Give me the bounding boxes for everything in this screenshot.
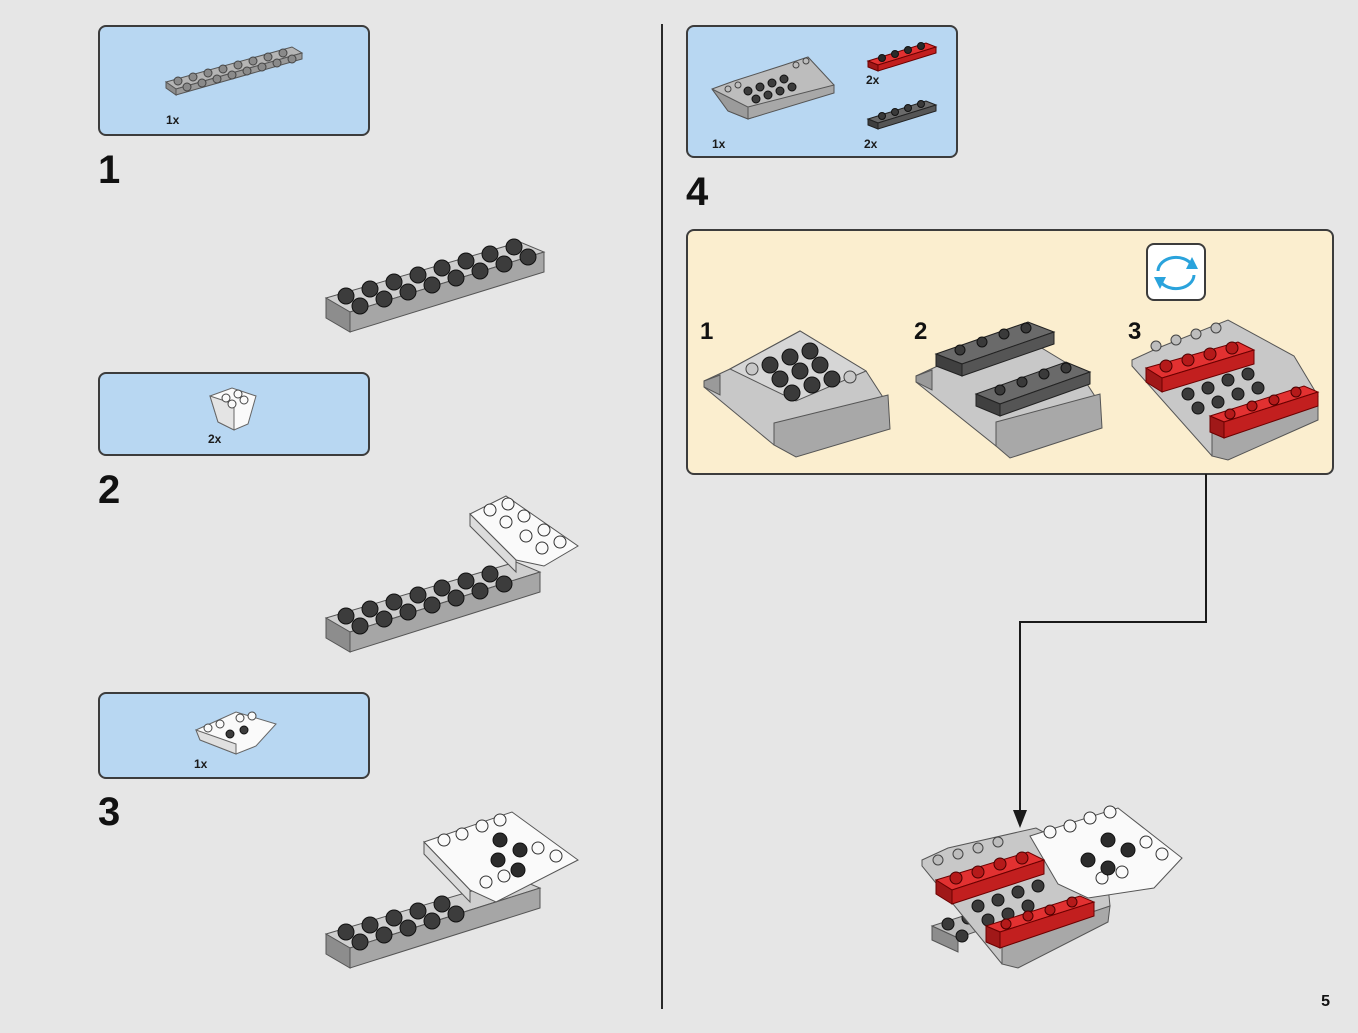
part-quantity: 1x: [194, 757, 208, 771]
step-number: 3: [98, 790, 121, 834]
white-inverted-slope-double-icon: [195, 711, 277, 755]
substep-3-model: [1131, 319, 1320, 461]
part-quantity: 1x: [712, 137, 726, 151]
substep-2-model: [915, 321, 1103, 459]
substep-number: 2: [914, 318, 928, 345]
column-divider: [661, 24, 663, 1009]
step-3-parts-box: 1x: [98, 692, 370, 779]
rotate-model-icon: [1146, 243, 1206, 301]
part-quantity: 2x: [866, 73, 880, 87]
step-3-model: [324, 811, 579, 969]
step-number: 2: [98, 468, 121, 512]
part-quantity: 2x: [864, 137, 878, 151]
callout-connector-arrow: [1013, 474, 1207, 828]
substep-number: 1: [700, 318, 714, 345]
red-plate-1x4-icon: [866, 42, 938, 72]
step-4-parts-box: 1x 2x 2x: [686, 25, 958, 158]
step-2-parts-box: 2x: [98, 372, 370, 456]
step-number: 4: [686, 170, 709, 214]
step-4-model: [921, 805, 1183, 969]
gray-plate-2x8-icon: [164, 46, 304, 96]
substep-1-model: [703, 330, 891, 458]
substep-number: 3: [1128, 318, 1142, 345]
page-number: 5: [1321, 993, 1330, 1010]
gray-inverted-slope-base-icon: [711, 56, 835, 120]
white-inverted-slope-icon: [209, 387, 257, 431]
step-2-model: [324, 495, 579, 653]
part-quantity: 2x: [208, 432, 222, 446]
part-quantity: 1x: [166, 113, 180, 127]
step-number: 1: [98, 148, 121, 192]
step-1-parts-box: 1x: [98, 25, 370, 136]
dark-gray-plate-1x4-icon: [866, 100, 938, 130]
step-1-model: [324, 238, 546, 333]
